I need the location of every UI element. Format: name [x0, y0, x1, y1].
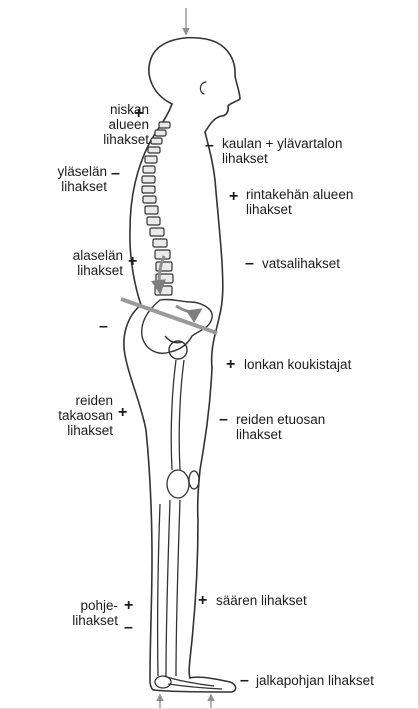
label-saaren-lihakset: säären lihakset	[216, 593, 307, 608]
leg-bones	[155, 360, 222, 689]
label-line: kaulan + ylävartalon	[222, 136, 342, 151]
label-lonkan-koukistajat: lonkan koukistajat	[244, 357, 351, 372]
sign-minus-pelvis: –	[99, 319, 108, 335]
sign-plus-pohje: +	[124, 598, 133, 614]
label-line: takaosan	[37, 408, 113, 423]
label-line: lihakset	[79, 132, 149, 147]
label-line: lihakset	[222, 151, 342, 166]
label-line: vatsalihakset	[262, 256, 340, 271]
label-line: pohje-	[60, 598, 118, 613]
label-reiden-etuosan-lihakset: reiden etuosan lihakset	[236, 412, 325, 442]
label-line: lihakset	[60, 613, 118, 628]
floor-pressure-arrows	[160, 695, 211, 709]
label-reiden-takaosan-lihakset: reiden takaosan lihakset	[37, 393, 113, 438]
sign-minus-kaulan: –	[205, 138, 214, 154]
sign-minus-etuosan: –	[219, 412, 228, 428]
sign-plus-alaselan: +	[128, 254, 137, 270]
label-line: lihakset	[37, 423, 113, 438]
label-line: yläselän	[40, 164, 107, 179]
label-vatsalihakset: vatsalihakset	[262, 256, 340, 271]
sign-plus-saaren: +	[198, 593, 207, 609]
sign-plus-lonkan: +	[226, 357, 235, 373]
label-line: jalkapohjan lihakset	[256, 673, 374, 688]
label-kaulan-ylavartalon-lihakset: kaulan + ylävartalon lihakset	[222, 136, 342, 166]
label-line: lihakset	[246, 202, 353, 217]
label-line: lonkan koukistajat	[244, 357, 351, 372]
label-line: reiden etuosan	[236, 412, 325, 427]
sign-minus-ylaselan: –	[111, 166, 120, 182]
sign-minus-jalkapohjan: –	[240, 673, 249, 689]
label-alaselan-lihakset: alaselän lihakset	[56, 248, 123, 278]
label-ylaselan-lihakset: yläselän lihakset	[40, 164, 107, 194]
label-line: lihakset	[56, 263, 123, 278]
sign-minus-pohje: –	[124, 620, 133, 636]
label-line: alaselän	[56, 248, 123, 263]
sign-plus-rintakehan: +	[229, 189, 238, 205]
label-jalkapohjan-lihakset: jalkapohjan lihakset	[256, 673, 374, 688]
sign-plus-takaosan: +	[118, 405, 127, 421]
pelvis-rotation-arrow	[176, 306, 200, 312]
sign-minus-vatsa: –	[245, 256, 254, 272]
label-line: lihakset	[40, 179, 107, 194]
label-line: rintakehän alueen	[246, 187, 353, 202]
label-rintakehan-alueen-lihakset: rintakehän alueen lihakset	[246, 187, 353, 217]
label-line: reiden	[37, 393, 113, 408]
label-pohjelihakset: pohje- lihakset	[60, 598, 118, 628]
label-line: säären lihakset	[216, 593, 307, 608]
sign-plus-niskan: +	[134, 106, 143, 122]
label-line: lihakset	[236, 427, 325, 442]
